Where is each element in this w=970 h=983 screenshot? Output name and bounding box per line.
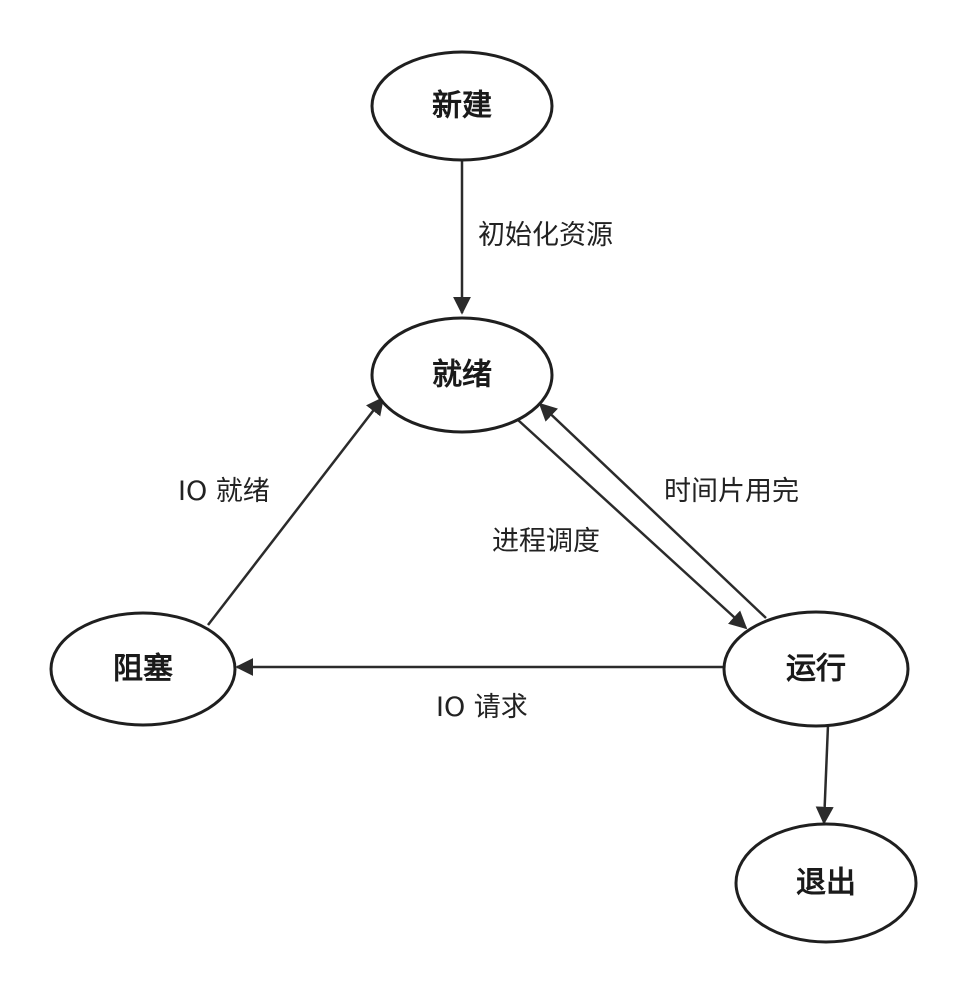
label-running-to-ready: 时间片用完 <box>664 476 799 507</box>
state-running-label: 运行 <box>786 652 846 687</box>
state-blocked[interactable]: 阻塞 <box>49 611 237 727</box>
state-exit-label: 退出 <box>796 866 856 901</box>
state-ready-label: 就绪 <box>432 358 492 393</box>
edge-labels: 初始化资源 IO 就绪 进程调度 时间片用完 IO 请求 <box>178 220 799 723</box>
label-running-to-blocked: IO 请求 <box>436 692 528 723</box>
state-blocked-shape <box>49 611 237 727</box>
state-new-shape <box>370 50 554 162</box>
edge-running-to-exit <box>815 724 834 825</box>
state-ready-shape <box>370 316 554 434</box>
label-blocked-to-ready: IO 就绪 <box>178 476 270 507</box>
state-running[interactable]: 运行 <box>722 610 910 728</box>
state-exit-shape <box>734 822 918 944</box>
state-exit[interactable]: 退出 <box>734 822 918 944</box>
edge-running-to-ready <box>538 402 767 619</box>
label-new-to-ready: 初始化资源 <box>478 220 613 251</box>
state-ready[interactable]: 就绪 <box>370 316 554 434</box>
state-running-shape <box>722 610 910 728</box>
state-new-label: 新建 <box>432 89 492 124</box>
state-blocked-label: 阻塞 <box>113 652 173 687</box>
edge-blocked-to-ready <box>207 396 385 626</box>
edge-ready-to-running <box>517 419 748 630</box>
state-new[interactable]: 新建 <box>370 50 554 162</box>
label-ready-to-running: 进程调度 <box>492 526 600 557</box>
edges <box>207 160 834 825</box>
